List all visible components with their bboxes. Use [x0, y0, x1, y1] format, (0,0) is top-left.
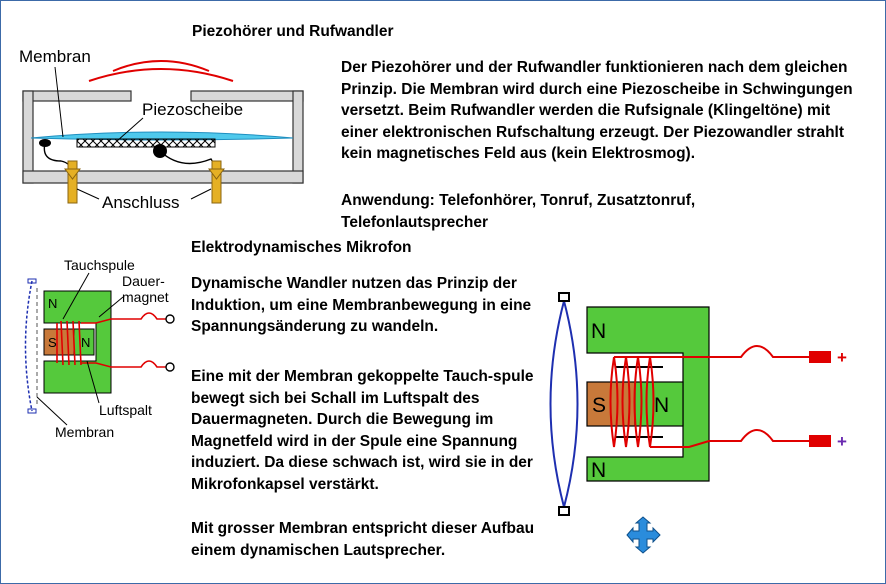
large-lead-top: [614, 345, 809, 358]
terminal-minus: [809, 435, 831, 447]
leader-line: [54, 66, 64, 138]
section1-paragraph: Der Piezohörer und der Rufwandler funkti…: [341, 59, 853, 162]
wire: [159, 150, 218, 174]
small-pole-n-top: N: [48, 296, 57, 311]
large-membrane: [549, 297, 579, 511]
label-membran-small: Membran: [55, 424, 114, 440]
large-pole-n-mid: N: [654, 394, 669, 417]
leader-line: [116, 117, 144, 142]
small-pole-n: N: [81, 335, 90, 350]
section2-paragraph3: Mit grosser Membran entspricht dieser Au…: [191, 520, 535, 559]
label-minus: +: [837, 432, 847, 451]
piezo-diagram: Membran Piezoscheibe Anschluss: [19, 47, 304, 212]
connector-left: [64, 160, 81, 204]
large-lead-bottom: [650, 429, 809, 448]
move-arrows-icon[interactable]: [626, 516, 661, 554]
section2-paragraph2: Eine mit der Membran gekoppelte Tauch-sp…: [191, 368, 534, 493]
small-pole-s: S: [48, 335, 57, 350]
large-mic-diagram: N S N N + +: [549, 292, 847, 516]
large-pole-n-top: N: [591, 320, 606, 343]
small-terminal: [165, 362, 175, 372]
section1-title: Piezohörer und Rufwandler: [192, 23, 394, 40]
section2-paragraph1: Dynamische Wandler nutzen das Prinzip de…: [191, 275, 532, 335]
label-luftspalt: Luftspalt: [99, 402, 152, 418]
small-terminal: [165, 314, 175, 324]
sound-wave-arc: [112, 60, 210, 72]
small-mic-diagram: N S N Tauchspule Dauer- magnet Luftspalt…: [24, 257, 175, 440]
piezo-disc: [76, 138, 216, 148]
large-pole-n-bottom: N: [591, 459, 606, 482]
small-lead-bottom: [81, 360, 166, 368]
section1-application: Anwendung: Telefonhörer, Tonruf, Zusatzt…: [341, 192, 696, 231]
small-lead-top: [81, 312, 166, 324]
small-membrane: [24, 280, 33, 412]
housing-bottom: [22, 170, 304, 184]
section2-title: Elektrodynamisches Mikrofon: [191, 239, 412, 256]
leader-line: [76, 188, 100, 200]
leader-line: [190, 188, 212, 200]
housing-side-right: [292, 90, 304, 184]
label-anschluss: Anschluss: [102, 193, 179, 212]
label-dauer: Dauer-: [122, 273, 165, 289]
label-membran: Membran: [19, 47, 91, 66]
label-magnet: magnet: [122, 289, 169, 305]
connector-right: [208, 160, 225, 204]
housing-top-left: [22, 90, 132, 102]
housing-side-left: [22, 90, 34, 184]
large-magnet: [586, 306, 710, 482]
large-pole-s: S: [592, 394, 606, 417]
label-tauchspule: Tauchspule: [64, 257, 135, 273]
sound-wave-arc: [88, 68, 234, 82]
label-plus: +: [837, 348, 847, 367]
label-piezoscheibe: Piezoscheibe: [142, 100, 243, 119]
terminal-plus: [809, 351, 831, 363]
small-coil: [56, 320, 82, 366]
